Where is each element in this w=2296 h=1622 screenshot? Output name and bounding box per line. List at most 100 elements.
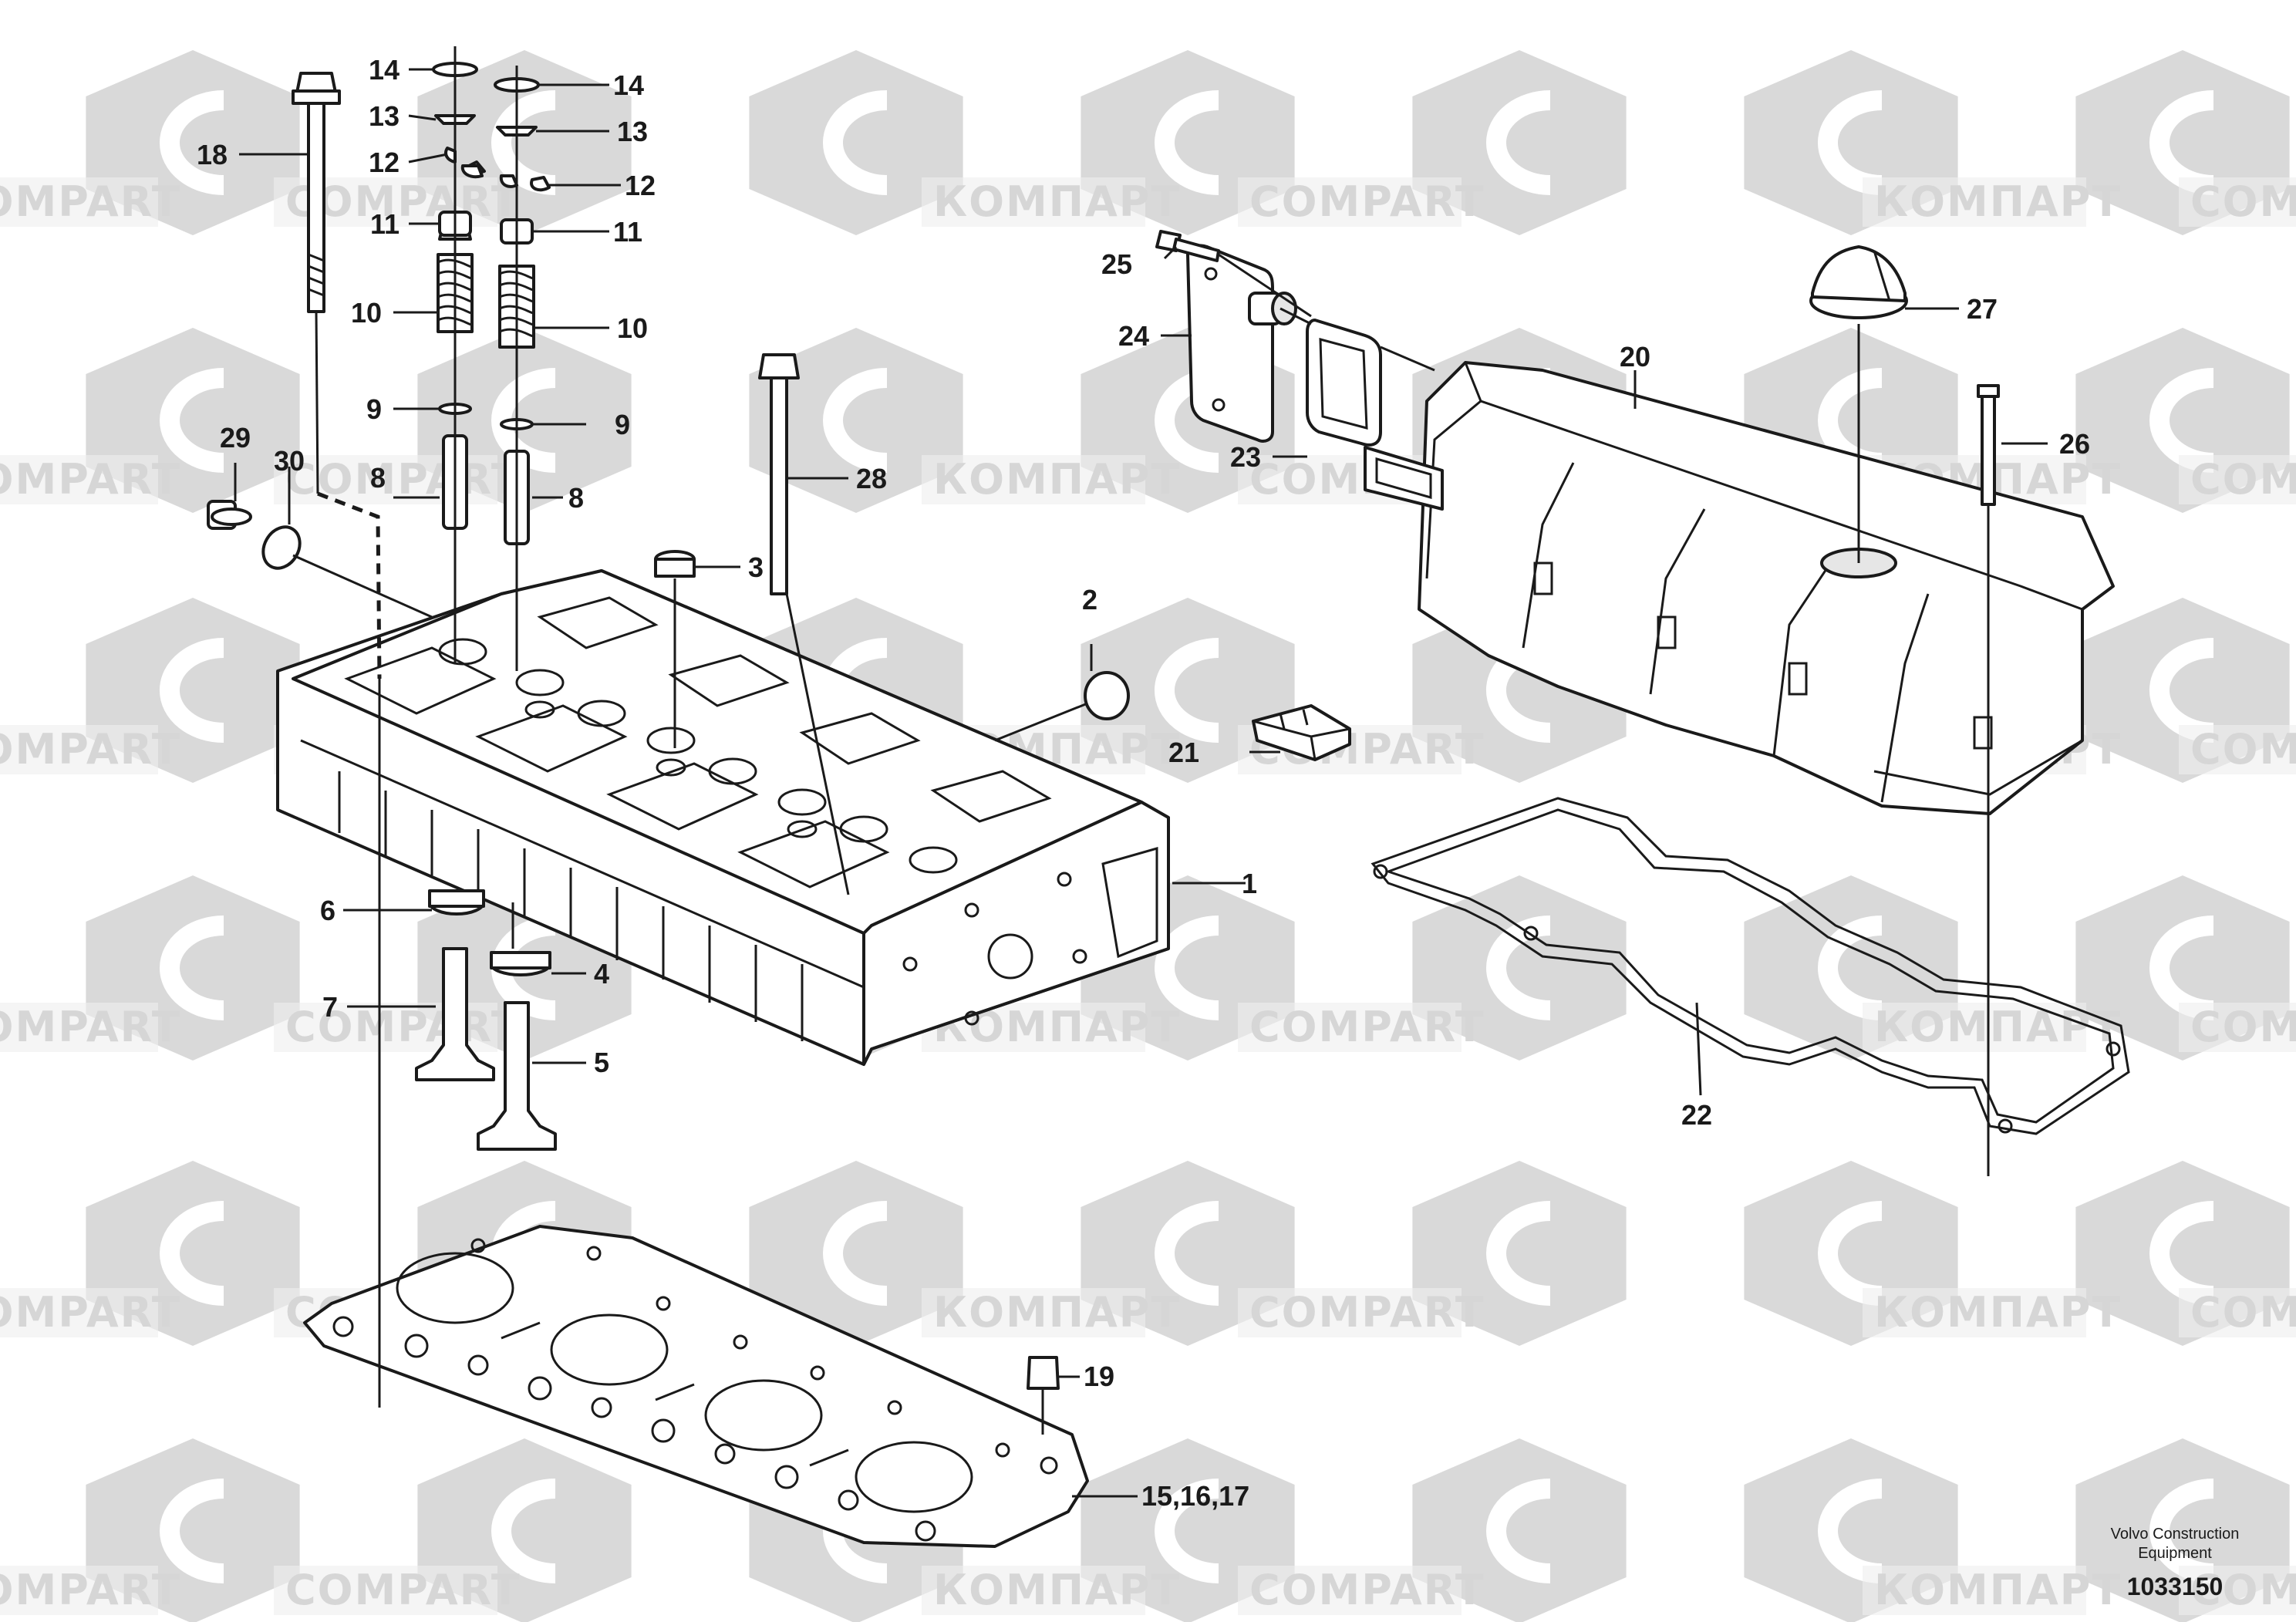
- watermark-logo-arc: [823, 368, 888, 473]
- cylinder-head: [276, 569, 1170, 1066]
- watermark-text: КОМПАРТ: [933, 455, 1181, 504]
- watermark-band: [0, 177, 158, 227]
- callout-4: 4: [594, 958, 609, 990]
- callout-28: 28: [856, 463, 887, 494]
- callout-15-16-17: 15,16,17: [1141, 1480, 1249, 1512]
- watermark-logo-arc: [160, 368, 224, 473]
- watermark-band: [0, 1003, 158, 1052]
- callout-25: 25: [1101, 248, 1132, 280]
- watermark-band: [2179, 1288, 2296, 1337]
- watermark-band: [1238, 1003, 1462, 1052]
- watermark-text: КОМПАРТ: [1874, 177, 2122, 226]
- watermark-logo-arc: [160, 90, 224, 195]
- watermark-hexagon: [1412, 1161, 1627, 1346]
- watermark-text: COMPART: [2190, 725, 2296, 774]
- watermark-band: [1238, 1566, 1462, 1615]
- callout-6: 6: [320, 895, 335, 926]
- nut-19: [1027, 1356, 1060, 1435]
- watermark-band: [0, 1288, 158, 1337]
- watermark-text: COMPART: [1249, 1566, 1485, 1614]
- watermark-logo-arc: [1486, 1479, 1551, 1583]
- watermark-logo-arc: [491, 368, 556, 473]
- callout-8a: 8: [370, 462, 386, 494]
- watermark-logo-arc: [823, 90, 888, 195]
- watermark-text: COMPART: [2190, 177, 2296, 226]
- callout-27: 27: [1967, 293, 1998, 325]
- watermark-hexagon: [1412, 875, 1627, 1061]
- callout-20: 20: [1620, 341, 1650, 373]
- watermark-text: COMPART: [0, 1003, 182, 1051]
- watermark-text: COMPART: [0, 725, 182, 774]
- watermark-band: [1238, 177, 1462, 227]
- watermark-layer: COMPART COMPART КОМПАРТ COMPART КОМПАРТ COMPA…: [0, 50, 2296, 1622]
- watermark-hexagon: [749, 328, 963, 513]
- watermark-text: COMPART: [1249, 1003, 1485, 1051]
- watermark-band: [2179, 177, 2296, 227]
- watermark-hexagon: [749, 50, 963, 235]
- watermark-logo-arc: [1155, 638, 1219, 743]
- watermark-band: [1863, 1288, 2086, 1337]
- watermark-band: [922, 177, 1145, 227]
- watermark-text: COMPART: [2190, 1003, 2296, 1051]
- watermark-band: [274, 1566, 497, 1615]
- callout-21: 21: [1168, 737, 1199, 768]
- callout-22: 22: [1681, 1099, 1712, 1131]
- watermark-logo-arc: [1818, 1201, 1883, 1306]
- drawing-number: 1033150: [2127, 1573, 2224, 1600]
- watermark-text: COMPART: [2190, 455, 2296, 504]
- callout-5: 5: [594, 1047, 609, 1078]
- watermark-logo-arc: [491, 1479, 556, 1583]
- callout-3: 3: [748, 551, 764, 583]
- valve-cover-gasket: [1371, 797, 2130, 1135]
- watermark-band: [2179, 1566, 2296, 1615]
- callout-8b: 8: [568, 482, 584, 514]
- brand-line-2: Equipment: [2138, 1545, 2212, 1562]
- watermark-band: [922, 455, 1145, 504]
- watermark-logo-arc: [1818, 90, 1883, 195]
- callout-23: 23: [1230, 441, 1261, 473]
- watermark-text: COMPART: [1249, 177, 1485, 226]
- callout-labels: 1 2 3 4 5 6 7 8 8 9 9 10 10 11 11 12 12 …: [197, 54, 2090, 1512]
- head-bolt: [292, 72, 382, 1408]
- watermark-band: [922, 1288, 1145, 1337]
- callout-19: 19: [1084, 1361, 1114, 1392]
- watermark-band: [2179, 725, 2296, 774]
- watermark-text: COMPART: [285, 1566, 521, 1614]
- watermark-band: [0, 1566, 158, 1615]
- head-gasket: [303, 1225, 1089, 1548]
- callout-10b: 10: [617, 312, 648, 344]
- watermark-band: [1863, 1566, 2086, 1615]
- filler-cap: [1809, 245, 1908, 563]
- callout-24: 24: [1118, 320, 1149, 352]
- callout-leaders: [234, 68, 2048, 1498]
- valve-train-right: [460, 66, 557, 1151]
- callout-2: 2: [1082, 584, 1097, 615]
- watermark-logo-arc: [1818, 916, 1883, 1020]
- callout-10a: 10: [351, 297, 382, 329]
- callout-9a: 9: [366, 393, 382, 425]
- watermark-text: COMPART: [0, 1566, 182, 1614]
- watermark-hexagon: [1412, 1438, 1627, 1622]
- callout-14b: 14: [613, 69, 644, 101]
- watermark-logo-arc: [160, 638, 224, 743]
- watermark-text: КОМПАРТ: [933, 1288, 1181, 1337]
- breather-bracket: [1186, 244, 1297, 443]
- valve-cover: [1364, 361, 2115, 815]
- plug-2: [994, 671, 1130, 742]
- callout-30: 30: [274, 445, 305, 477]
- watermark-band: [922, 1566, 1145, 1615]
- callout-14a: 14: [369, 54, 400, 86]
- watermark-band: [0, 455, 158, 504]
- watermark-logo-arc: [1486, 1201, 1551, 1306]
- long-bolt-28: [758, 353, 850, 895]
- callout-13b: 13: [617, 116, 648, 147]
- callout-12b: 12: [625, 170, 656, 201]
- callout-7: 7: [322, 991, 338, 1023]
- watermark-text: COMPART: [2190, 1566, 2296, 1614]
- bolt-25: [1155, 230, 1435, 372]
- bracket-21: [1252, 704, 1351, 761]
- watermark-hexagon: [1412, 50, 1627, 235]
- callout-26: 26: [2059, 428, 2090, 460]
- plug-3: [654, 550, 696, 748]
